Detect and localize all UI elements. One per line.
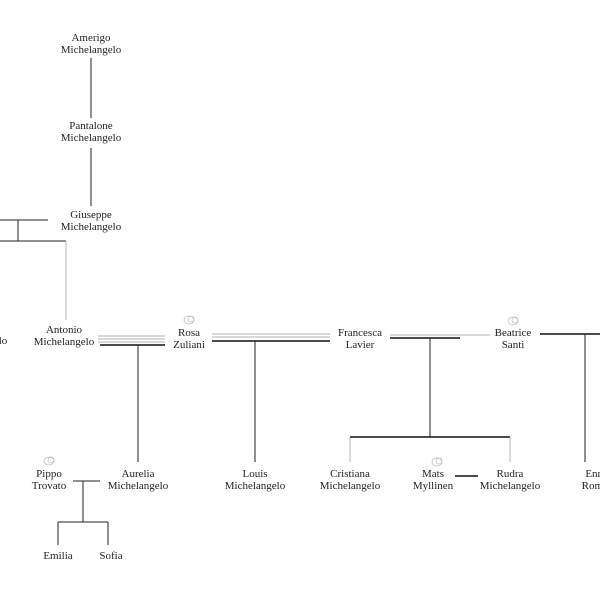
last-name: lo	[0, 335, 8, 347]
last-name: Michelangelo	[225, 480, 286, 492]
last-name: Trovato	[32, 480, 67, 492]
last-name: Michelangelo	[108, 480, 169, 492]
first-name: Giuseppe	[70, 209, 112, 221]
last-name: Michelangelo	[34, 336, 95, 348]
first-name: Rosa	[178, 327, 200, 339]
last-name: Michelangelo	[61, 44, 122, 56]
first-name: Louis	[242, 468, 267, 480]
last-name: Santi	[502, 339, 525, 351]
first-name: Pippo	[36, 468, 62, 480]
person-cutoff-left[interactable]: lo	[0, 335, 8, 347]
first-name: Rudra	[497, 468, 524, 480]
first-name: Mats	[422, 468, 444, 480]
first-name: Beatrice	[495, 327, 532, 339]
person-emilia[interactable]: Emilia	[43, 550, 72, 562]
last-name: Michelangelo	[61, 221, 122, 233]
last-name: Zuliani	[173, 339, 205, 351]
person-enrico[interactable]: EnricoRomane	[582, 468, 600, 492]
first-name: Francesca	[338, 327, 382, 339]
ring-icon	[183, 315, 195, 325]
first-name: Pantalone	[69, 120, 112, 132]
ring-icon	[43, 456, 55, 466]
last-name: Romane	[582, 480, 600, 492]
connectors	[0, 58, 600, 545]
first-name: Amerigo	[71, 32, 111, 44]
ring-icon	[507, 316, 519, 326]
first-name: Antonio	[46, 324, 83, 336]
last-name: Lavier	[346, 339, 375, 351]
person-sofia[interactable]: Sofia	[99, 550, 122, 562]
last-name: Michelangelo	[480, 480, 541, 492]
last-name: Myllinen	[413, 480, 454, 492]
first-name: Cristiana	[330, 468, 370, 480]
ring-icon	[431, 457, 443, 467]
first-name: Aurelia	[122, 468, 155, 480]
first-name: Emilia	[43, 550, 72, 562]
first-name: Sofia	[99, 550, 122, 562]
last-name: Michelangelo	[320, 480, 381, 492]
first-name: Enrico	[585, 468, 600, 480]
last-name: Michelangelo	[61, 132, 122, 144]
